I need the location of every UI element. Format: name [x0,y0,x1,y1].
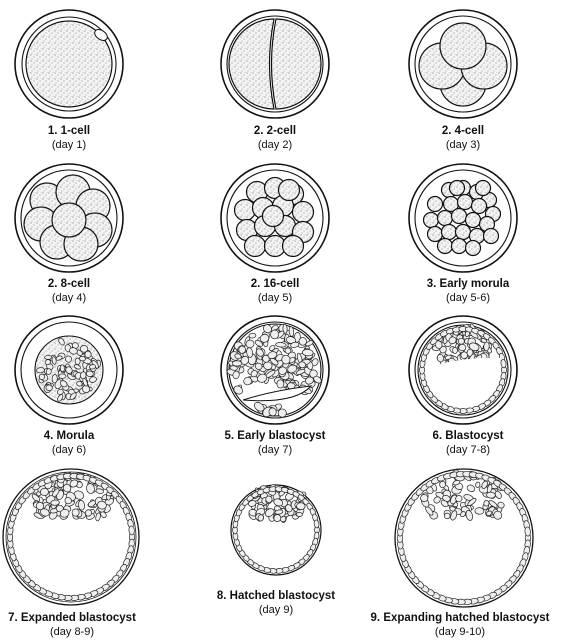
stage-day: (day 4) [4,291,134,305]
blastocyst-body [6,472,136,602]
embryo-one-cell [15,10,123,118]
stage-day: (day 5) [210,291,340,305]
morula-cell [36,367,44,373]
stage-day: (day 3) [398,138,528,152]
blastomere [466,241,481,256]
morula-cell [45,355,52,359]
stage-day: (day 5-6) [398,291,538,305]
embryo-early-blastocyst [221,316,329,424]
stage-label-10: 7. Expanded blastocyst (day 8-9) [0,611,144,639]
blastomere [438,211,453,226]
stage-day: (day 2) [210,138,340,152]
stage-title: 3. Early morula [398,277,538,291]
stage-title: 5. Early blastocyst [195,429,355,443]
stage-day: (day 8-9) [0,625,144,639]
embryo-four-cell [409,10,517,118]
embryo-expanded-blastocyst [3,469,139,605]
blastomere [424,213,439,228]
morula-cell [80,371,86,379]
blastomere [458,195,473,210]
embryo-sixteen-cell [221,164,329,272]
morula-cell [52,374,58,383]
embryo-blastocyst [409,316,517,424]
blastomere [472,199,487,214]
stage-label-4: 2. 8-cell (day 4) [4,277,134,305]
embryo-two-cell [221,10,329,118]
stage-label-6: 3. Early morula (day 5-6) [398,277,538,305]
blastomere [52,203,86,237]
inner-cell-mass-cell [458,344,466,351]
blastomere [452,239,467,254]
blastomere [245,236,266,257]
morula-cell [59,374,66,378]
stage-title: 2. 16-cell [210,277,340,291]
stage-label-1: 1. 1-cell (day 1) [4,124,134,152]
trophectoderm-cell [128,526,134,536]
stage-label-12: 9. Expanding hatched blastocyst (day 9-1… [360,611,560,639]
blastomere-cell [232,361,242,366]
morula-cell [86,371,93,377]
morula-cell [75,358,80,365]
inner-cell-mass-cell [453,347,458,353]
stage-title: 4. Morula [4,429,134,443]
stage-title: 9. Expanding hatched blastocyst [360,611,560,625]
embryo-hatched-blastocyst [231,483,321,575]
stage-label-7: 4. Morula (day 6) [4,429,134,457]
stage-title: 2. 8-cell [4,277,134,291]
blastomere [283,236,304,257]
stage-title: 1. 1-cell [4,124,134,138]
stage-title: 2. 2-cell [210,124,340,138]
blastomere [279,180,300,201]
blastomere [438,239,453,254]
blastocyst-body [395,469,533,607]
blastomere [456,225,471,240]
stage-day: (day 7-8) [398,443,538,457]
inner-cell-mass-cell [475,507,485,514]
stage-label-8: 5. Early blastocyst (day 7) [195,429,355,457]
stage-label-2: 2. 2-cell (day 2) [210,124,340,152]
morula-cell [85,351,92,358]
stage-day: (day 9) [196,603,356,617]
stage-label-3: 2. 4-cell (day 3) [398,124,528,152]
stage-day: (day 6) [4,443,134,457]
trophectoderm-cell [524,527,530,537]
inner-cell-mass-cell [483,342,489,351]
stage-label-11: 8. Hatched blastocyst (day 9) [196,589,356,617]
stage-title: 2. 4-cell [398,124,528,138]
stage-day: (day 1) [4,138,134,152]
blastomere-cell [283,324,288,334]
stage-label-9: 6. Blastocyst (day 7-8) [398,429,538,457]
stage-title: 7. Expanded blastocyst [0,611,144,625]
blastomere [452,209,467,224]
blastomere-cell [277,380,284,388]
stage-title: 6. Blastocyst [398,429,538,443]
embryo-expanding-hatched-blastocyst [395,469,533,607]
blastomere-cell [244,377,252,385]
embryo-morula [15,316,123,424]
blastomere [442,225,457,240]
blastomere-cell [239,346,246,354]
stage-label-5: 2. 16-cell (day 5) [210,277,340,305]
morula-cell [60,365,65,372]
inner-cell-mass-cell [296,512,303,517]
blastomere [428,197,443,212]
stage-day: (day 9-10) [360,625,560,639]
blastomere [484,229,499,244]
stage-day: (day 7) [195,443,355,457]
blastomere [466,213,481,228]
blastomere [440,23,486,69]
blastomere [450,181,465,196]
inner-cell-mass-cell [458,338,465,345]
blastomere [428,227,443,242]
embryo-early-morula [409,164,517,272]
inner-cell-mass-cell [486,492,495,498]
inner-cell-mass-cell [483,500,489,507]
embryo-eight-cell [15,164,123,272]
stage-title: 8. Hatched blastocyst [196,589,356,603]
blastomere [476,181,491,196]
blastomere [293,202,314,223]
blastomere [263,206,284,227]
